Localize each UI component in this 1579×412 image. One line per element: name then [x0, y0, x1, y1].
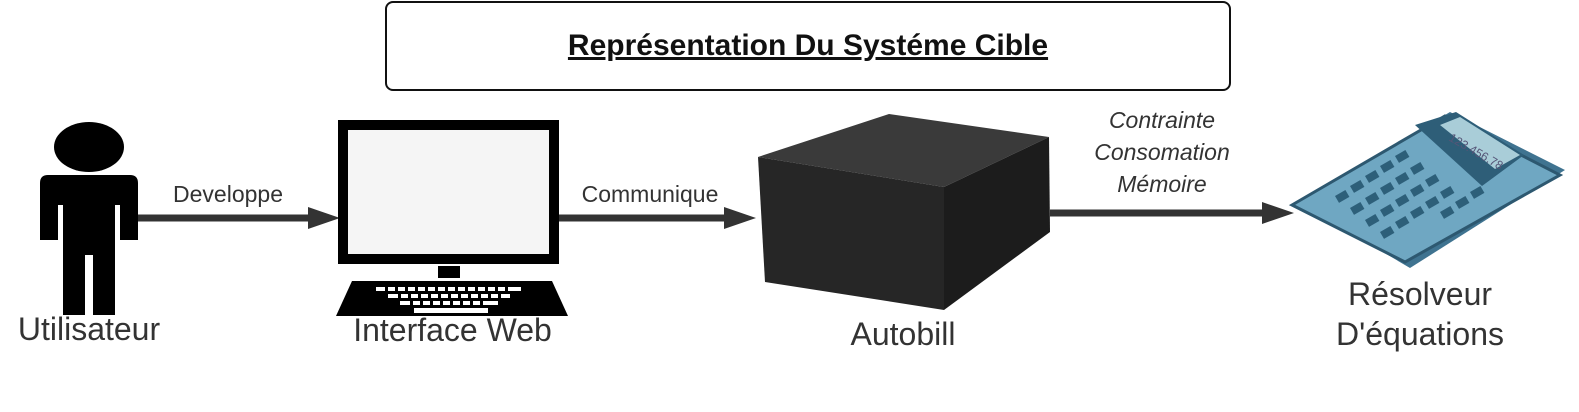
person-icon	[40, 122, 138, 315]
node-label-autobill: Autobill	[850, 316, 956, 352]
node-label-web: Interface Web	[353, 312, 552, 348]
arrow-communicates	[559, 207, 756, 229]
calculator-icon: 123.456.78	[1288, 112, 1565, 268]
node-label-solver-line1: Résolveur	[1347, 276, 1493, 312]
node-label-solver-line2: D'équations	[1336, 316, 1504, 352]
edge-label-constraint-line3: Mémoire	[1117, 171, 1207, 197]
edge-label-constraint-line1: Contrainte	[1108, 107, 1216, 133]
edge-label-develops: Developpe	[173, 181, 283, 207]
title-box: Représentation Du Systéme Cible	[385, 1, 1231, 91]
node-label-user: Utilisateur	[17, 311, 161, 347]
computer-icon	[336, 120, 568, 316]
edge-label-constraint-line2: Consomation	[1094, 139, 1230, 165]
arrow-constraint	[1050, 202, 1294, 224]
diagram-title: Représentation Du Systéme Cible	[567, 29, 1049, 62]
black-box-icon	[758, 114, 1050, 310]
edge-label-communicates: Communique	[581, 181, 719, 207]
arrow-develops	[138, 207, 340, 229]
